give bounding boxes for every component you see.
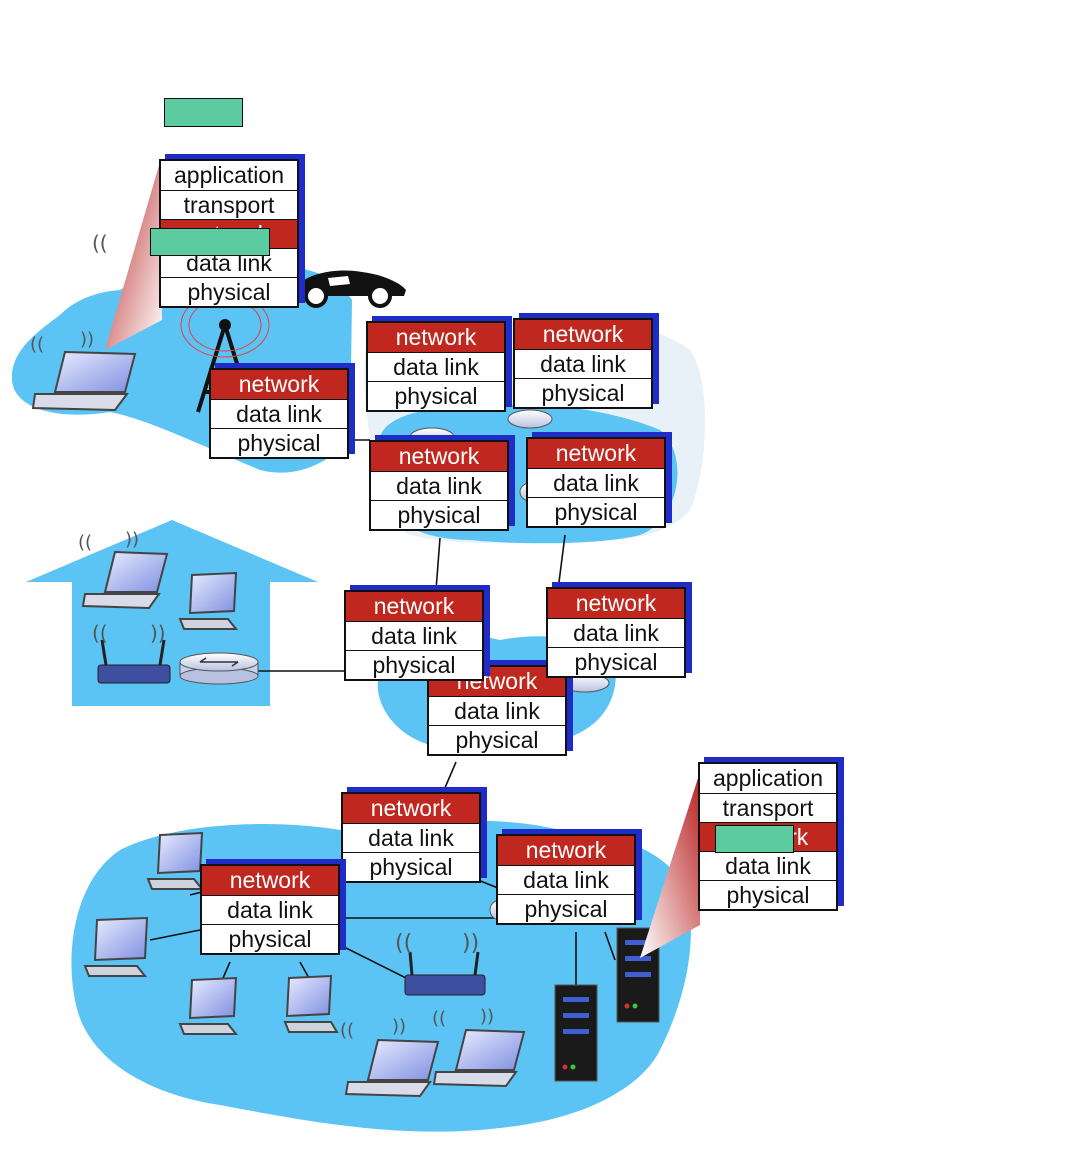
layer-data-link: data link [346,621,482,650]
svg-text:((: (( [395,931,412,956]
layer-data-link: data link [515,349,651,378]
packet-source [150,228,270,256]
layer-data-link: data link [548,618,684,647]
svg-text:((: (( [78,532,92,553]
layer-physical: physical [343,852,479,881]
packet-dest [715,825,794,853]
car-icon [298,270,406,308]
layer-physical: physical [346,650,482,679]
source-callout-wedge [105,162,162,350]
layer-physical: physical [202,924,338,953]
stack-layers: network data link physical [496,834,636,925]
layer-data-link: data link [371,471,507,500]
stack-layers: network data link physical [513,318,653,409]
layer-network: network [371,442,507,471]
desktop-pc-icon [83,916,149,977]
router-icon [179,652,259,685]
svg-text:)): )) [462,931,479,956]
svg-text:((: (( [92,231,108,255]
desktop-pc-icon [146,831,205,890]
layer-data-link: data link [343,823,479,852]
home-icon [26,520,318,706]
wifi-router-icon: (( )) [92,621,171,684]
layer-data-link: data link [700,851,836,880]
layer-physical: physical [161,277,297,306]
stack-layers: network data link physical [344,590,484,681]
layer-transport: transport [700,793,836,822]
layer-physical: physical [548,647,684,676]
layer-physical: physical [528,497,664,526]
laptop-icon [344,1038,440,1098]
layer-application: application [713,765,823,791]
desktop-pc-icon [283,974,339,1033]
router-stack-cell: network data link physical [209,363,355,459]
router-stack-core-1: network data link physical [366,316,512,412]
stack-layers: network data link physical [427,665,567,756]
stack-layers: network data link physical [369,440,509,531]
router-stack-core-3: network data link physical [369,435,515,531]
desktop-pc-icon [178,571,239,630]
svg-text:)): )) [480,1006,494,1027]
layer-network: network [202,866,338,895]
layer-network: network [429,667,565,696]
svg-text:((: (( [30,334,44,355]
layer-data-link: data link [368,352,504,381]
layer-network: network [211,370,347,399]
laptop-icon [432,1028,526,1088]
stack-layers: network data link physical [366,321,506,412]
wifi-signal-icon: (( (( )) (( )) (( )) (( )) [30,231,494,1041]
layer-data-link: data link [528,468,664,497]
router-stack-enterprise-left: network data link physical [200,859,346,955]
router-stack-core-2: network data link physical [513,313,659,409]
layer-data-link: data link [211,399,347,428]
layer-physical: physical [498,894,634,923]
network-links [149,439,616,988]
layer-data-link: data link [429,696,565,725]
layer-network: network [498,836,634,865]
svg-text:((: (( [340,1020,354,1041]
layer-data-link: data link [498,865,634,894]
layer-physical: physical [515,378,651,407]
svg-text:((: (( [92,621,108,645]
stack-layers: network data link physical [341,792,481,883]
layer-physical: physical [429,725,565,754]
layer-network: network [528,439,664,468]
layer-physical: physical [700,880,836,909]
layer-physical: physical [371,500,507,529]
stack-layers: network data link physical [209,368,349,459]
router-stack-enterprise-edge: network data link physical [341,787,487,883]
layer-network: network [548,589,684,618]
stack-layers: network data link physical [200,864,340,955]
desktop-pc-icon [178,976,239,1035]
layer-physical: physical [368,381,504,410]
layer-data-link: data link [202,895,338,924]
router-stack-home: network data link physical [344,585,490,681]
stack-layers: network data link physical [546,587,686,678]
layer-network: network [346,592,482,621]
laptop-icon [31,350,137,412]
dest-callout-wedge [640,772,700,958]
layer-transport: transport [161,190,297,219]
router-stack-enterprise-right: network data link physical [496,829,642,925]
svg-text:)): )) [125,529,139,550]
layer-network: network [343,794,479,823]
server-icon [554,984,598,1082]
router-stack-regional: network data link physical [546,582,692,678]
svg-text:((: (( [432,1008,446,1029]
wifi-router-icon: (( )) [395,931,486,996]
layer-network: network [368,323,504,352]
layer-application: application [174,162,284,188]
stack-layers: network data link physical [526,437,666,528]
svg-text:)): )) [150,621,166,645]
laptop-icon [81,550,169,610]
packet-top [164,98,243,127]
layer-physical: physical [211,428,347,457]
router-stack-core-4: network data link physical [526,432,672,528]
home-network [26,520,318,706]
svg-text:)): )) [80,329,94,350]
svg-text:)): )) [392,1016,406,1037]
layer-network: network [515,320,651,349]
